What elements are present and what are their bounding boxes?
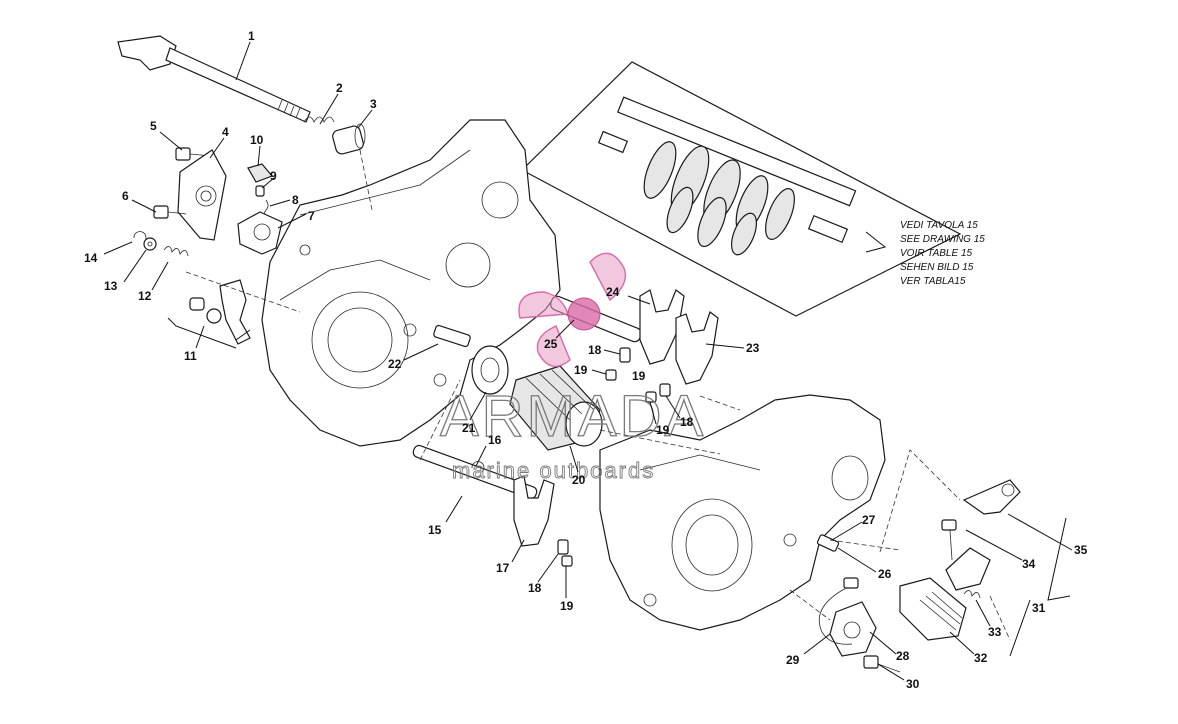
callout-14: 14	[84, 251, 98, 265]
note-line-it: VEDI TAVOLA 15	[900, 220, 978, 231]
washer-part-13	[143, 237, 157, 251]
note-line-es: VER TABLA15	[900, 276, 966, 287]
callout-21: 21	[462, 421, 476, 435]
bushing-part-3	[332, 123, 366, 155]
pedal-part-31	[945, 547, 991, 591]
bolt-part-6	[153, 205, 187, 219]
watermark: ARMADA marine outboards	[439, 252, 706, 483]
sensor-part-28	[829, 601, 877, 657]
star-wheel-part-21	[471, 345, 509, 395]
callout-1: 1	[248, 29, 255, 43]
callout-18-b: 18	[680, 415, 694, 429]
gear-shaft-assembly	[597, 96, 857, 256]
callout-7: 7	[308, 209, 315, 223]
watermark-tagline: marine outboards	[452, 458, 655, 483]
gearbox-inset	[520, 61, 962, 317]
bolt-part-22	[433, 324, 471, 348]
callout-26: 26	[878, 567, 892, 581]
watermark-brand: ARMADA	[440, 384, 706, 449]
callout-33: 33	[988, 625, 1002, 639]
callout-32: 32	[974, 651, 988, 665]
callout-24: 24	[606, 285, 620, 299]
callout-15: 15	[428, 523, 442, 537]
watermark-logo-icon	[518, 252, 627, 368]
callout-8: 8	[292, 193, 299, 207]
spring-part-2	[303, 116, 335, 123]
spring-part-33	[963, 590, 981, 599]
rubber-part-32	[899, 577, 967, 641]
callout-4: 4	[222, 125, 229, 139]
callout-19-d: 19	[632, 369, 646, 383]
gearshift-shaft	[117, 35, 311, 123]
callout-30: 30	[906, 677, 920, 691]
roller-part-19-b	[645, 391, 657, 403]
callout-35: 35	[1074, 543, 1088, 557]
callout-25: 25	[544, 337, 558, 351]
right-crankcase-half	[599, 394, 886, 631]
callout-2: 2	[336, 81, 343, 95]
callout-19-c: 19	[560, 599, 574, 613]
spring-part-12	[163, 246, 189, 257]
pin-part-9	[255, 185, 265, 197]
callout-labels: 1 2 3 4 5 6 7 8 9 10 11 12 13 14 15 16 1…	[84, 29, 1088, 691]
callout-34: 34	[1022, 557, 1036, 571]
note-line-fr: VOIR TABLE 15	[900, 248, 973, 259]
inset-pointer	[865, 231, 887, 253]
callout-6: 6	[122, 189, 129, 203]
fork-part-17	[513, 475, 555, 547]
callout-28: 28	[896, 649, 910, 663]
callout-13: 13	[104, 279, 118, 293]
fork-part-24	[639, 289, 685, 365]
circlip-part-14	[133, 231, 147, 243]
screw-part-30	[863, 655, 901, 673]
inset-frame	[520, 61, 962, 317]
callout-3: 3	[370, 97, 377, 111]
reference-note: VEDI TAVOLA 15 SEE DRAWING 15 VOIR TABLE…	[900, 220, 985, 287]
pin-part-18-c	[557, 539, 569, 555]
callout-20: 20	[572, 473, 586, 487]
callout-19-a: 19	[574, 363, 588, 377]
left-crankcase-half	[261, 119, 561, 447]
callout-27: 27	[862, 513, 876, 527]
pin-part-18-b	[659, 383, 671, 397]
note-line-en: SEE DRAWING 15	[900, 234, 985, 245]
roller-part-19-c	[561, 555, 573, 567]
pin-part-34	[941, 519, 957, 561]
callout-leaders	[103, 41, 1073, 681]
roller-part-19-a	[605, 369, 617, 381]
plate-part-4	[177, 149, 227, 241]
cable-part-29	[818, 577, 859, 645]
callout-11: 11	[184, 349, 197, 363]
callout-18-a: 18	[588, 343, 602, 357]
pad-part-10	[247, 163, 274, 183]
selector-part-7	[237, 211, 283, 255]
callout-23: 23	[746, 341, 760, 355]
callout-31: 31	[1032, 601, 1046, 615]
assembly-guides	[167, 149, 1071, 657]
bolt-part-26	[816, 534, 840, 552]
callout-22: 22	[388, 357, 402, 371]
bolt-part-5	[175, 147, 213, 161]
callout-5: 5	[150, 119, 157, 133]
shift-lever-part-35	[962, 479, 1021, 515]
lever-part-11	[189, 279, 251, 345]
shift-drum-part-20	[509, 365, 603, 451]
fork-part-23	[675, 311, 719, 385]
fork-shaft-part-15	[412, 444, 538, 500]
circlip-part-16	[471, 461, 485, 473]
callout-18-c: 18	[528, 581, 542, 595]
callout-19-b: 19	[656, 423, 670, 437]
callout-29: 29	[786, 653, 800, 667]
pin-part-18-a	[619, 347, 631, 363]
callout-16: 16	[488, 433, 502, 447]
note-line-de: SEHEN BILD 15	[900, 262, 974, 273]
callout-10: 10	[250, 133, 264, 147]
callout-12: 12	[138, 289, 152, 303]
callout-17: 17	[496, 561, 510, 575]
callout-9: 9	[270, 169, 277, 183]
